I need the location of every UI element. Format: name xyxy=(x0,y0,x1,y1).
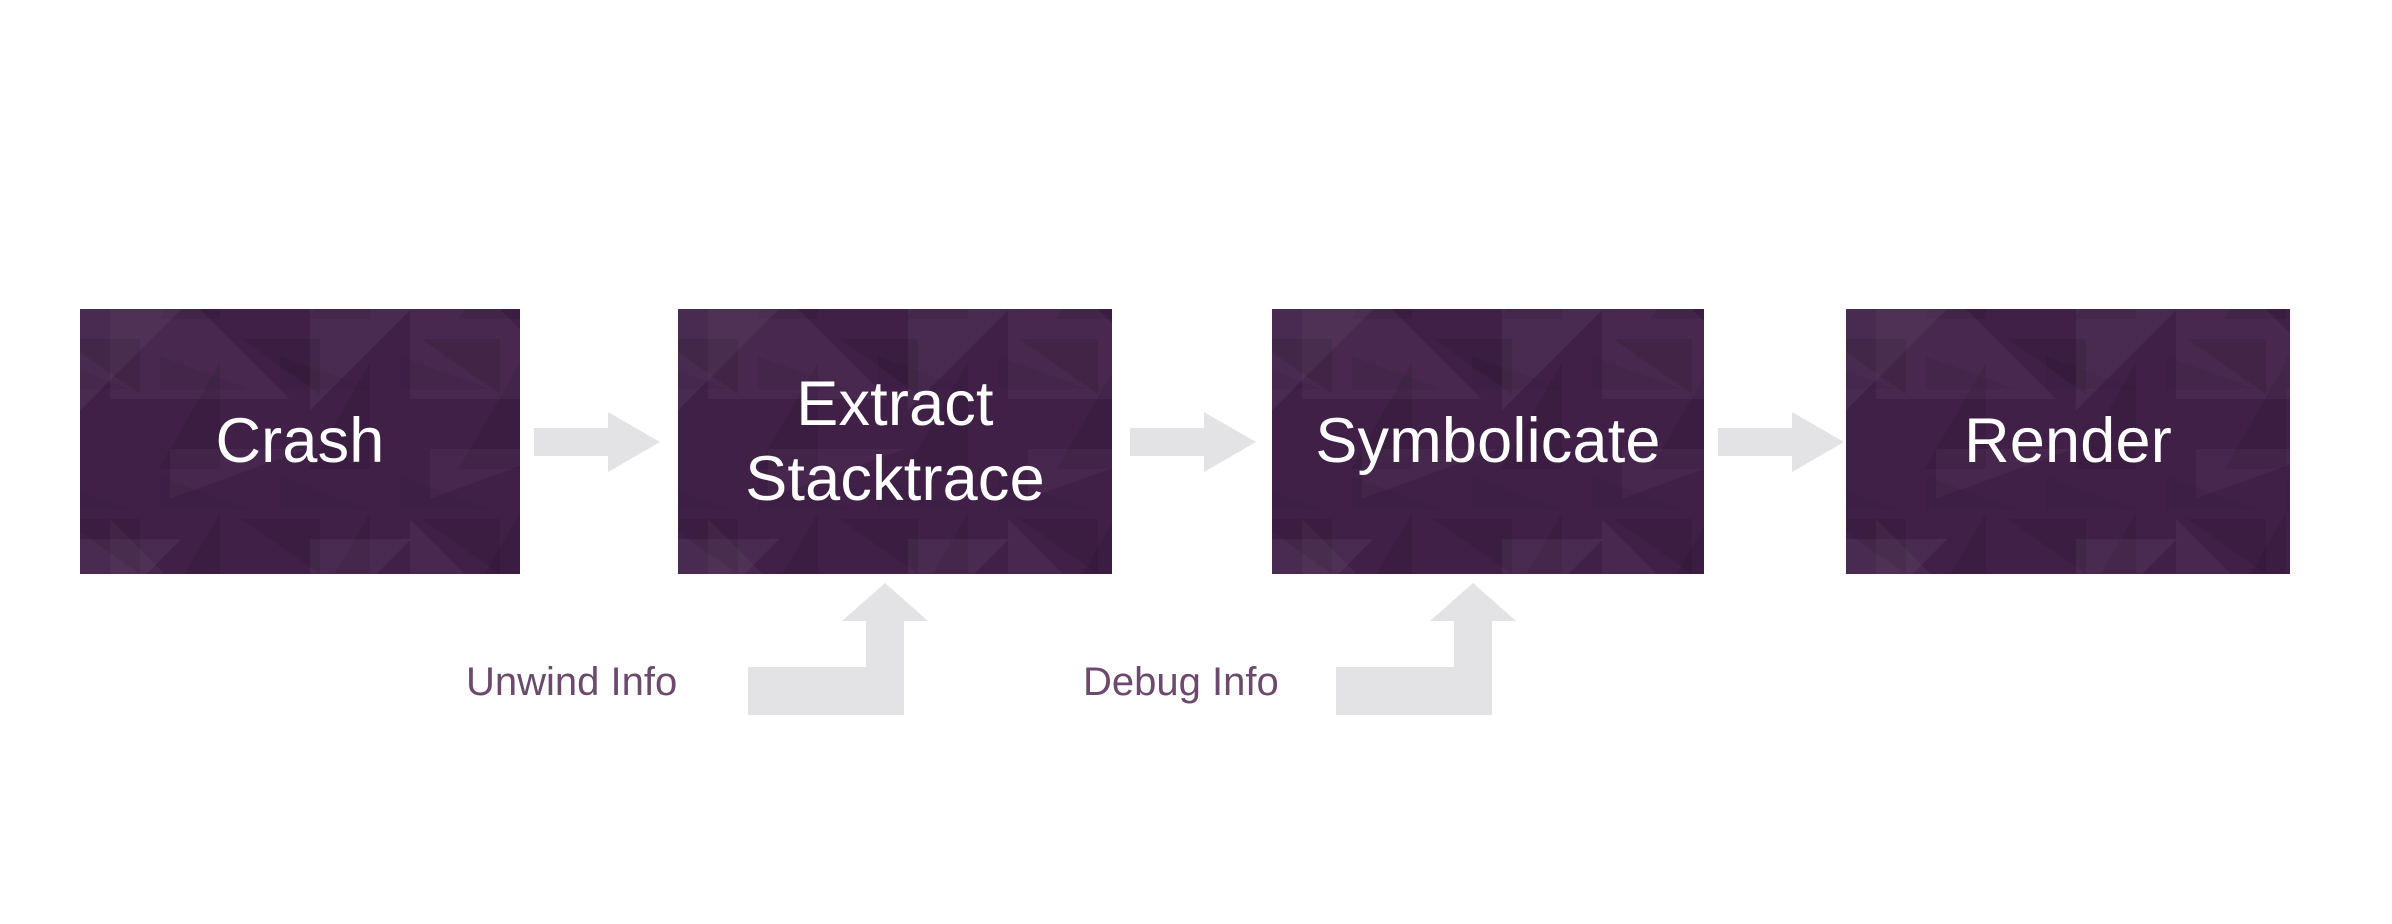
arrow-right-icon xyxy=(534,412,660,472)
arrow-right-icon xyxy=(1718,412,1844,472)
process-box-extract-stacktrace[interactable]: Extract Stacktrace xyxy=(678,309,1112,574)
process-box-label: Crash xyxy=(215,406,385,477)
process-box-render[interactable]: Render xyxy=(1846,309,2290,574)
process-box-label: Render xyxy=(1964,406,2172,477)
arrow-right-icon xyxy=(1130,412,1256,472)
process-box-symbolicate[interactable]: Symbolicate xyxy=(1272,309,1704,574)
process-box-label: Symbolicate xyxy=(1315,406,1661,477)
arrow-elbow-up-icon xyxy=(748,583,948,715)
input-label-debug-info: Debug Info xyxy=(1083,660,1279,704)
input-label-unwind-info: Unwind Info xyxy=(466,660,678,704)
process-box-crash[interactable]: Crash xyxy=(80,309,520,574)
arrow-elbow-up-icon xyxy=(1336,583,1536,715)
process-box-label: Extract Stacktrace xyxy=(745,369,1045,514)
